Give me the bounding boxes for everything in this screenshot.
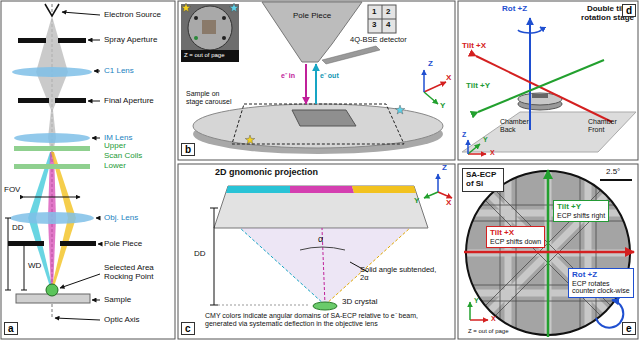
box-heading: SA-ECP of Si xyxy=(466,171,500,189)
box-heading: d xyxy=(626,5,632,16)
location-label: Chamber Back xyxy=(500,118,534,133)
box-heading: c xyxy=(185,323,191,334)
part-label: Pole Piece xyxy=(293,12,331,21)
axis-label: Y xyxy=(483,136,488,144)
part-label: Solid angle subtended, 2α xyxy=(360,266,440,283)
box-heading: Tilt +X xyxy=(490,229,541,238)
coil-label: Scan Coils xyxy=(104,152,142,161)
note-label: Z = out of page xyxy=(184,52,225,59)
box-body: ECP rotates counter clock-wise xyxy=(572,280,630,295)
motion-label: Tilt +X xyxy=(462,42,486,51)
axis-label: X xyxy=(446,74,451,83)
part-label: Pole Piece xyxy=(104,240,142,249)
lens-label: Obj. Lens xyxy=(104,214,138,223)
axis-label: Z xyxy=(442,164,447,173)
panel-letter: d xyxy=(622,4,636,17)
axis-label: X xyxy=(491,315,496,323)
part-label: Selected Area Rocking Point xyxy=(104,264,172,282)
panel-letter: a xyxy=(4,322,18,335)
quadrant-number: 3 xyxy=(372,21,376,30)
quadrant-number: 2 xyxy=(386,8,390,17)
part-label: Sample on stage carousel xyxy=(186,90,236,105)
part-label: Electron Source xyxy=(104,11,161,20)
caption-note: CMY colors indicate angular domains of S… xyxy=(205,312,451,327)
scale-label: 2.5° xyxy=(606,168,620,177)
panel-letter: c xyxy=(181,322,195,335)
effect-box: Rot +ZECP rotates counter clock-wise xyxy=(568,268,634,298)
panel-letter: b xyxy=(181,143,195,156)
part-label: Sample xyxy=(104,296,131,305)
motion-label: Rot +Z xyxy=(502,5,527,14)
axis-label: Z xyxy=(462,131,466,139)
axis-label: X xyxy=(446,199,451,208)
coil-label: Upper xyxy=(104,142,126,151)
quadrant-number: 1 xyxy=(372,8,376,17)
coil-label: Lower xyxy=(104,162,126,171)
axis-label: Y xyxy=(474,297,479,305)
angle-label: α xyxy=(318,235,323,245)
box-body: ECP shifts right xyxy=(557,212,605,220)
title-box: SA-ECP of Si xyxy=(462,168,504,192)
note-label: Z = out of page xyxy=(468,328,509,335)
box-body: ECP shifts down xyxy=(490,238,541,246)
axis-label: Z xyxy=(428,60,433,69)
dimension-label: DD xyxy=(194,250,206,259)
motion-label: Tilt +Y xyxy=(466,82,490,91)
quadrant-number: 4 xyxy=(386,21,390,30)
box-heading: Rot +Z xyxy=(572,271,630,280)
axis-label: X xyxy=(490,149,495,157)
effect-box: Tilt +YECP shifts right xyxy=(553,200,609,222)
beam-label: e⁻ in xyxy=(281,72,295,80)
dimension-label: FOV xyxy=(4,186,20,195)
box-heading: a xyxy=(8,323,14,334)
part-label: Final Aperture xyxy=(104,97,154,106)
dimension-label: WD xyxy=(28,262,41,271)
dimension-label: DD xyxy=(12,224,24,233)
box-heading: b xyxy=(185,144,191,155)
effect-box: Tilt +XECP shifts down xyxy=(486,226,545,248)
part-label: 4Q-BSE detector xyxy=(350,36,407,44)
panel-letter: e xyxy=(622,322,636,335)
box-heading: Tilt +Y xyxy=(557,203,605,212)
panel-heading: 2D gnomonic projection xyxy=(215,168,318,178)
part-label: Optic Axis xyxy=(104,316,140,325)
part-label: 3D crystal xyxy=(342,298,378,307)
axis-label: Y xyxy=(440,102,445,111)
part-label: Spray Aperture xyxy=(104,36,157,45)
beam-label: e⁻ out xyxy=(320,72,339,80)
location-label: Chamber Front xyxy=(588,118,626,133)
lens-label: C1 Lens xyxy=(104,67,134,76)
box-heading: e xyxy=(626,323,632,334)
axis-label: Y xyxy=(414,197,419,206)
